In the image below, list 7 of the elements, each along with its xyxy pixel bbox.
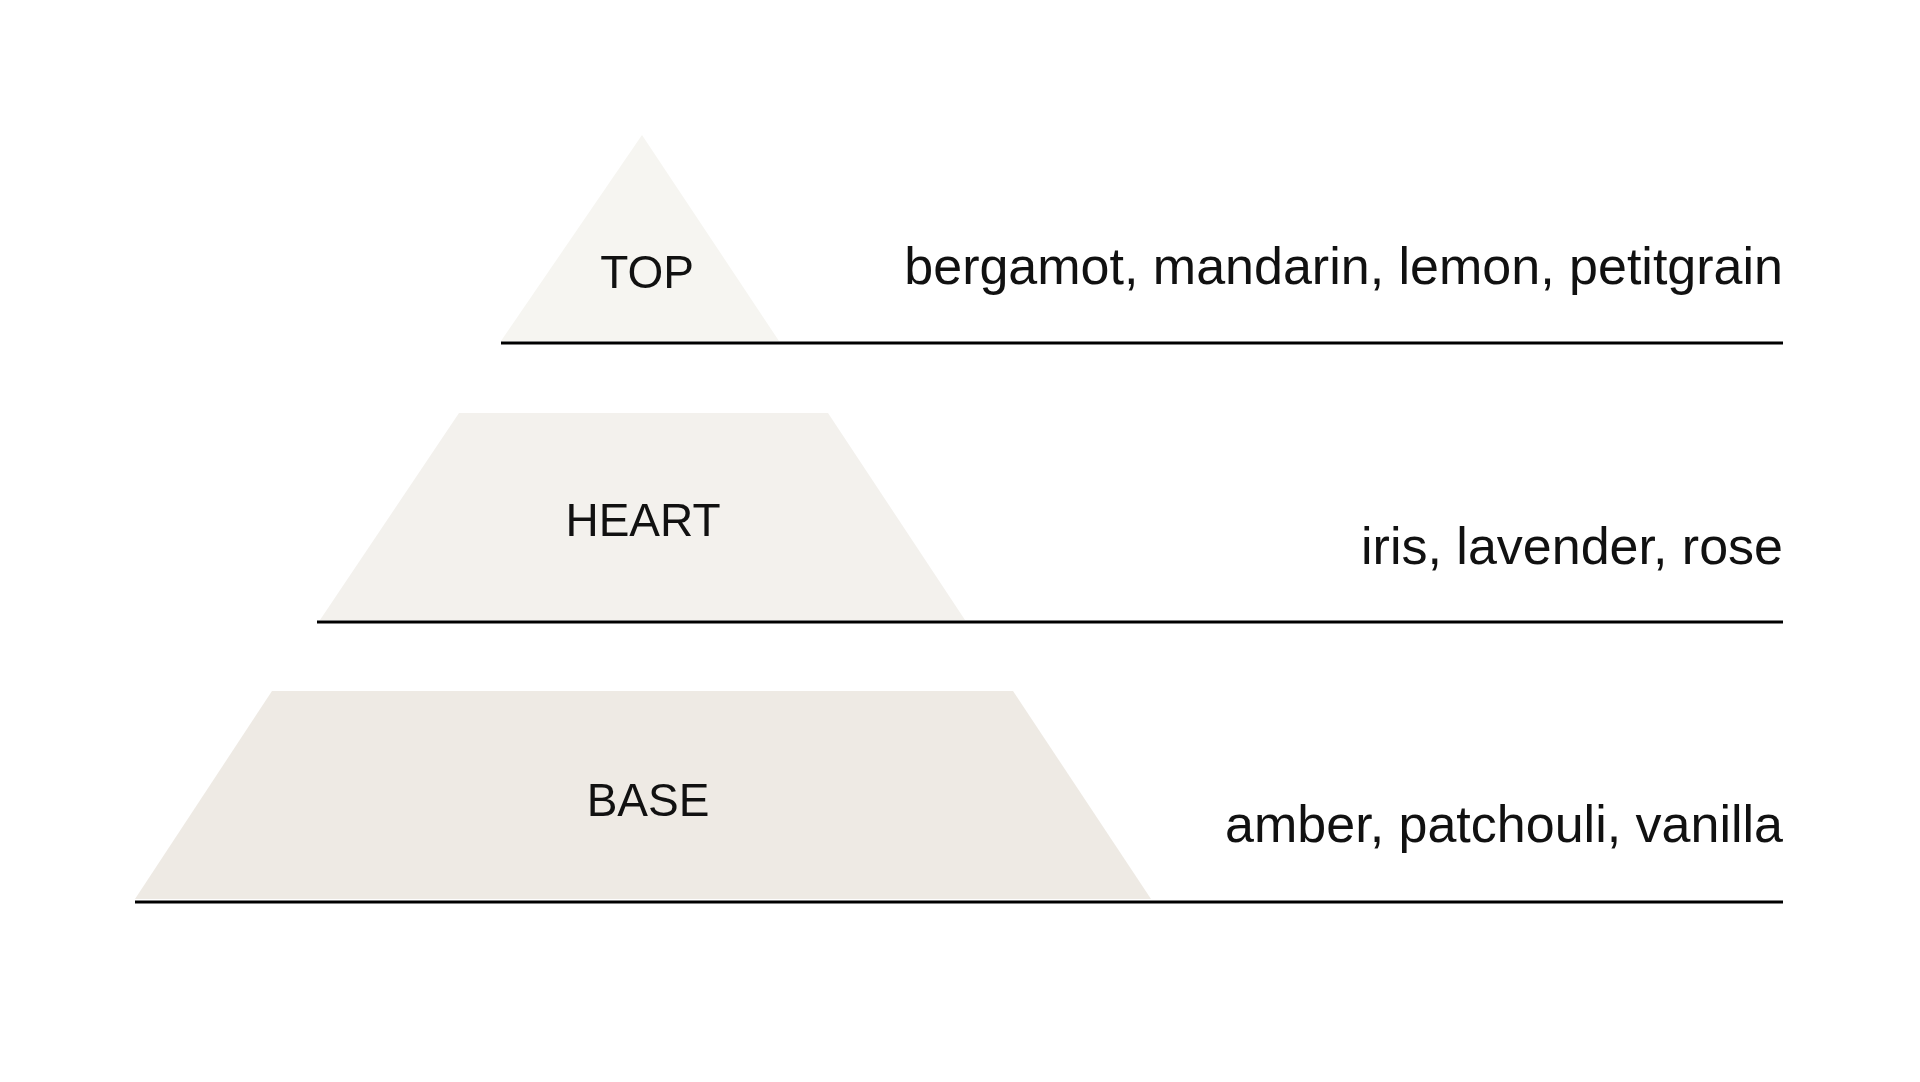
tier-label: TOP <box>600 249 694 295</box>
tier-label: BASE <box>586 777 710 823</box>
pyramid-tier <box>320 413 965 620</box>
pyramid-tier <box>135 691 1151 899</box>
tier-label: HEART <box>565 497 721 543</box>
pyramid-tier <box>501 135 779 341</box>
notes-text: iris, lavender, rose <box>1361 519 1783 572</box>
